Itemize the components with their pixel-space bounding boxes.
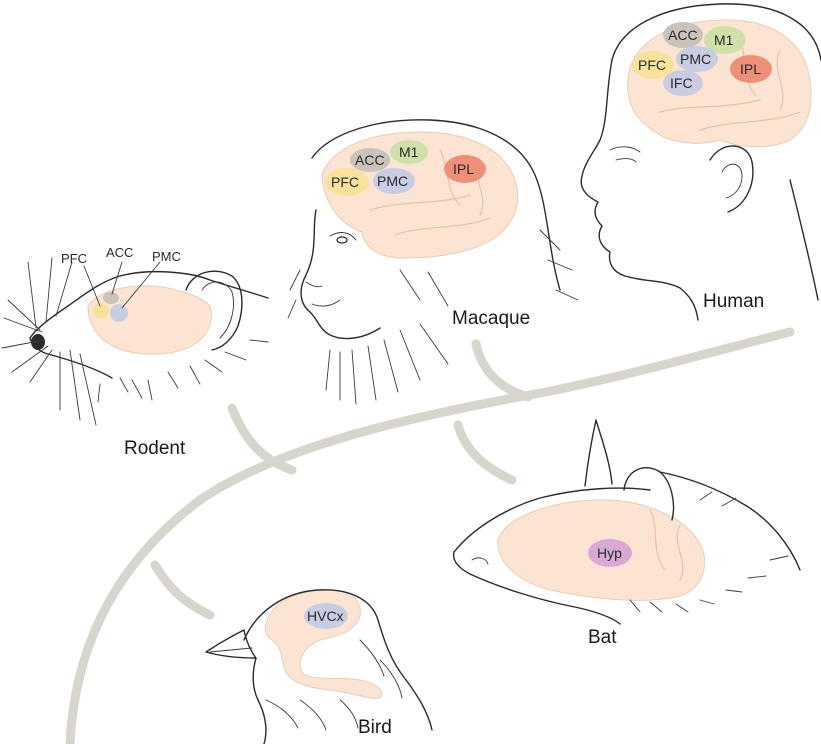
bird-illustration: HVCx Bird: [206, 590, 432, 744]
rodent-region-pmc: [110, 304, 128, 322]
rodent-label-pfc: PFC: [61, 251, 87, 266]
macaque-illustration: ACC M1 PFC PMC IPL Macaque: [288, 120, 578, 404]
bird-label-hvcx: HVCx: [307, 608, 344, 624]
macaque-label-ipl: IPL: [453, 161, 474, 177]
tree-branch-bat: [458, 425, 512, 480]
human-label-ipl: IPL: [740, 61, 761, 77]
macaque-label-m1: M1: [399, 144, 419, 160]
tree-branch-macaque: [476, 344, 528, 397]
rodent-label-pmc: PMC: [152, 249, 181, 264]
bird-beak: [206, 630, 256, 658]
human-neck: [790, 180, 818, 300]
human-label-acc: ACC: [668, 27, 698, 43]
human-ear: [710, 146, 753, 212]
tree-branch-bird: [155, 565, 210, 615]
species-label-human: Human: [703, 291, 764, 312]
species-label-macaque: Macaque: [452, 308, 530, 329]
bat-ear-left: [585, 420, 612, 486]
rodent-illustration: PFC ACC PMC Rodent: [2, 245, 268, 459]
rodent-region-pfc: [93, 303, 109, 319]
species-label-bird: Bird: [358, 717, 392, 738]
rodent-whiskers: [2, 258, 96, 425]
human-label-ifc: IFC: [670, 75, 693, 91]
rodent-region-acc: [103, 292, 119, 304]
bat-label-hyp: Hyp: [597, 545, 622, 561]
species-label-rodent: Rodent: [124, 438, 186, 459]
human-label-pmc: PMC: [680, 51, 711, 67]
macaque-label-pfc: PFC: [331, 174, 359, 190]
macaque-label-pmc: PMC: [377, 173, 408, 189]
human-label-m1: M1: [714, 32, 734, 48]
human-illustration: ACC M1 PFC PMC IFC IPL Human: [581, 4, 821, 320]
human-label-pfc: PFC: [638, 57, 666, 73]
rodent-label-acc: ACC: [106, 245, 133, 260]
bat-illustration: Hyp Bat: [454, 420, 800, 648]
macaque-label-acc: ACC: [355, 152, 385, 168]
species-label-bat: Bat: [588, 627, 617, 648]
